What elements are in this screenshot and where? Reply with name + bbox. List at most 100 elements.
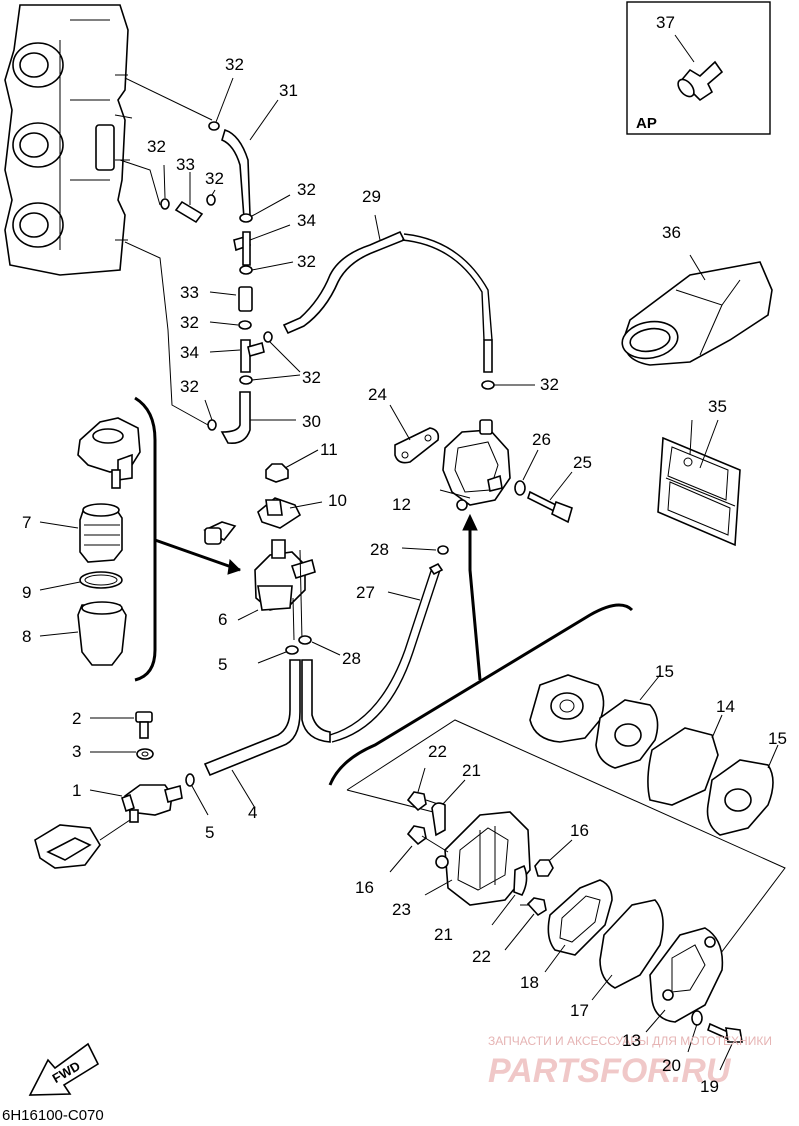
callout-16: 16 [355,878,374,897]
callout-11: 11 [320,440,338,459]
hose-30 [220,391,296,445]
bracket-10 [203,497,323,545]
diaphragm-14 [647,714,723,806]
ap-box: AP [626,1,771,135]
short-hose-33-upper [174,172,204,224]
gasket-18 [544,879,613,973]
gasket-15-lower [706,744,779,836]
label-35 [657,419,741,547]
nut-16-right [534,839,573,877]
callout-7: 7 [22,513,31,532]
bolt-22-upper [406,767,439,812]
fuel-filter-6 [237,539,316,641]
screw-19 [707,1022,743,1071]
callout-4: 4 [248,803,257,822]
hose-joint-37 [674,34,724,102]
watermark-line1: ЗАПЧАСТИ И АКСЕССУАРЫ ДЛЯ МОТОТЕХНИКИ [488,1034,772,1048]
diaphragm-17 [591,899,664,1001]
callout-21: 21 [462,761,481,780]
callout-32: 32 [205,169,224,188]
callout-32: 32 [225,55,244,74]
callout-31: 31 [279,81,298,100]
callout-22: 22 [428,742,447,761]
callout-33: 33 [176,155,195,174]
clips-32 [160,77,535,431]
hose-29 [282,214,493,373]
callout-14: 14 [716,697,735,716]
cover-13 [645,927,724,1033]
callout-32: 32 [297,252,316,271]
callout-24: 24 [368,385,387,404]
callout-19: 19 [700,1077,719,1096]
clip-21-lower [491,864,528,926]
callout-33: 33 [180,283,199,302]
callout-28: 28 [370,540,389,559]
gasket-24 [389,404,440,464]
callout-16: 16 [570,821,589,840]
callout-1: 1 [72,781,81,800]
callout-22: 22 [472,947,491,966]
bolt-2 [90,711,153,739]
callout-32: 32 [297,180,316,199]
callout-32: 32 [147,137,166,156]
callout-32: 32 [540,375,559,394]
callout-9: 9 [22,583,31,602]
bolt-25 [527,471,573,524]
callout-13: 13 [622,1031,641,1050]
gasket-15-upper [595,674,661,769]
callout-29: 29 [362,187,381,206]
pump-group-frame [346,719,786,1011]
clips-5-28 [185,545,449,816]
washer-3 [90,748,154,760]
fuel-pump-12 [439,419,511,511]
washer-26 [514,449,539,496]
fwd-arrow-icon: FWD [28,1042,100,1096]
callout-32: 32 [180,313,199,332]
callout-28: 28 [342,649,361,668]
filter-group-bracket-line [134,396,157,682]
callout-34: 34 [297,211,316,230]
hose-4 [203,659,331,809]
arrow-filter-to-6 [154,538,241,575]
bolt-22-lower [504,897,547,951]
ap-label: AP [636,115,657,132]
callout-21: 21 [434,925,453,944]
arrow-to-pump [462,513,482,681]
callout-5: 5 [218,655,227,674]
callout-8: 8 [22,627,31,646]
callout-27: 27 [356,583,375,602]
callout-15: 15 [655,662,674,681]
callout-20: 20 [662,1056,681,1075]
callout-18: 18 [520,973,539,992]
callout-36: 36 [662,223,681,242]
hose-27 [329,562,444,743]
connector-fuel [34,819,131,869]
callout-30: 30 [302,412,321,431]
filter-head-top [77,417,141,489]
pump-group-bracket-line [328,603,634,786]
nut-11 [265,449,319,483]
engine-block-outline [4,4,133,276]
o-ring-9 [39,571,123,591]
callout-32: 32 [302,368,321,387]
filter-element-7 [39,503,123,563]
callout-26: 26 [532,430,551,449]
bolt-16-left [389,825,449,873]
short-hose-33-lower [209,286,253,312]
callout-34: 34 [180,343,199,362]
callout-32: 32 [180,377,199,396]
watermark: ЗАПЧАСТИ И АКСЕССУАРЫ ДЛЯ МОТОТЕХНИКИ PA… [488,1034,772,1090]
pump-body-23 [424,811,531,906]
hose-31 [221,99,279,220]
callout-12: 12 [392,495,411,514]
part-36 [621,254,773,366]
callout-3: 3 [72,742,81,761]
callout-23: 23 [392,900,411,919]
callout-5: 5 [205,823,214,842]
callout-2: 2 [72,709,81,728]
engine-leader-lines [119,77,213,426]
t-joint-34-upper [233,224,291,266]
t-joint-34-lower [209,339,265,373]
callout-37: 37 [656,13,675,32]
